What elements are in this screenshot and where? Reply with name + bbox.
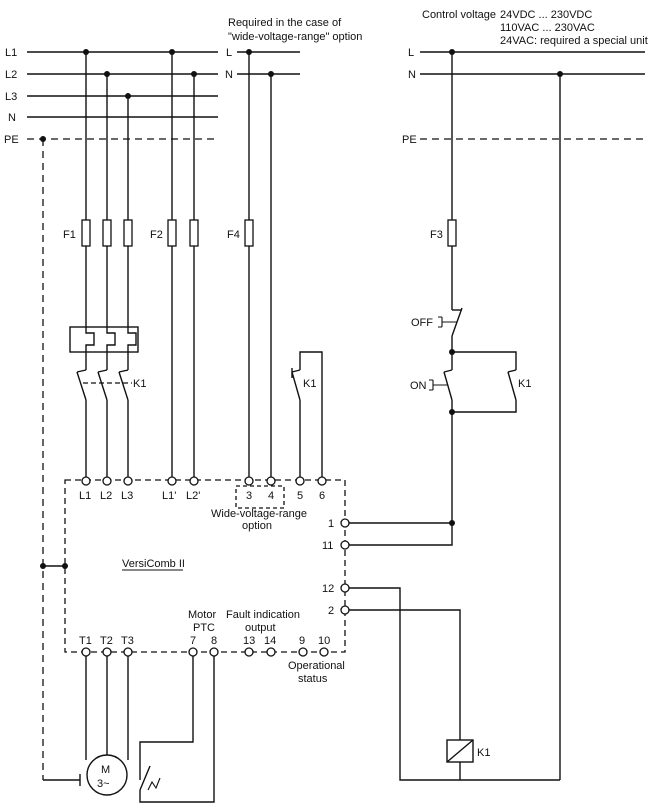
ctrl-n-label: N: [408, 69, 416, 81]
hold-k1-label: K1: [518, 378, 531, 390]
bottom-terminals: [81, 647, 329, 657]
wide-note-line1: Required in the case of: [228, 17, 342, 29]
fuse-f1-label: F1: [63, 229, 76, 241]
bus-l1-label: L1: [5, 47, 17, 59]
terminal-2: 2: [328, 605, 334, 617]
overload-relay: [69, 326, 139, 353]
control-voltage-v2: 110VAC ... 230VAC: [500, 22, 595, 34]
aux-n-label: N: [225, 69, 233, 81]
motor-3phase-label: 3~: [97, 778, 110, 790]
terminal-6: 6: [319, 490, 325, 502]
terminal-13: 13: [243, 635, 255, 647]
wide-note-line2: "wide-voltage-range" option: [228, 31, 362, 43]
wide-option-label-1: Wide-voltage-range: [211, 508, 307, 520]
control-voltage-title: Control voltage: [422, 9, 496, 21]
terminal-8: 8: [211, 635, 217, 647]
wide-range-option-box: [235, 485, 285, 509]
terminal-t1: T1: [79, 635, 92, 647]
terminal-10: 10: [318, 635, 330, 647]
bus-pe-label: PE: [4, 134, 19, 146]
terminal-12: 12: [322, 583, 334, 595]
main-contactor-k1: [76, 369, 132, 401]
power-wires: [85, 52, 272, 478]
terminal-t2: T2: [100, 635, 113, 647]
aux-k1-contact: [291, 351, 323, 478]
control-voltage-v3: 24VAC: required a special unit: [500, 35, 648, 47]
aux-l-label: L: [226, 47, 232, 59]
terminal-l1p: L1': [162, 490, 176, 502]
motor-m-label: M: [101, 764, 110, 776]
terminal-t3: T3: [121, 635, 134, 647]
fuses: [81, 219, 457, 247]
coil-k1-label: K1: [477, 747, 490, 759]
terminal-1: 1: [328, 518, 334, 530]
bus-l2-label: L2: [5, 69, 17, 81]
operational-status-label-2: status: [298, 673, 328, 685]
terminal-14: 14: [264, 635, 276, 647]
main-k1-label: K1: [133, 378, 146, 390]
versicomb-device-box: [64, 479, 346, 653]
motor-ptc-label-1: Motor: [188, 609, 216, 621]
main-bus-lines: [27, 51, 218, 140]
fuse-f2-label: F2: [150, 229, 163, 241]
terminal-l1: L1: [79, 490, 91, 502]
device-name: VersiComb II: [122, 558, 185, 570]
wide-option-label-2: option: [242, 520, 272, 532]
fuse-f4-label: F4: [227, 229, 240, 241]
fault-output-label-1: Fault indication: [226, 609, 300, 621]
control-circuit: [348, 52, 561, 781]
fault-output-label-2: output: [245, 622, 276, 634]
terminal-3: 3: [246, 490, 252, 502]
terminal-9: 9: [299, 635, 305, 647]
operational-status-label-1: Operational: [288, 660, 345, 672]
terminal-4: 4: [268, 490, 274, 502]
right-terminals: [340, 518, 350, 615]
aux-k1-label: K1: [303, 378, 316, 390]
terminal-l2p: L2': [186, 490, 200, 502]
ctrl-pe-label: PE: [402, 134, 417, 146]
top-terminals: [81, 476, 327, 486]
off-label: OFF: [411, 317, 433, 329]
on-label: ON: [410, 380, 427, 392]
terminal-l2: L2: [100, 490, 112, 502]
motor-circuit: [42, 139, 215, 803]
ctrl-l-label: L: [408, 47, 414, 59]
bus-n-label: N: [8, 112, 16, 124]
terminal-11: 11: [322, 540, 333, 552]
control-voltage-v1: 24VDC ... 230VDC: [500, 9, 592, 21]
terminal-7: 7: [190, 635, 196, 647]
terminal-5: 5: [297, 490, 303, 502]
motor-ptc-label-2: PTC: [193, 622, 215, 634]
terminal-l3: L3: [121, 490, 133, 502]
fuse-f3-label: F3: [430, 229, 443, 241]
bus-l3-label: L3: [5, 91, 17, 103]
